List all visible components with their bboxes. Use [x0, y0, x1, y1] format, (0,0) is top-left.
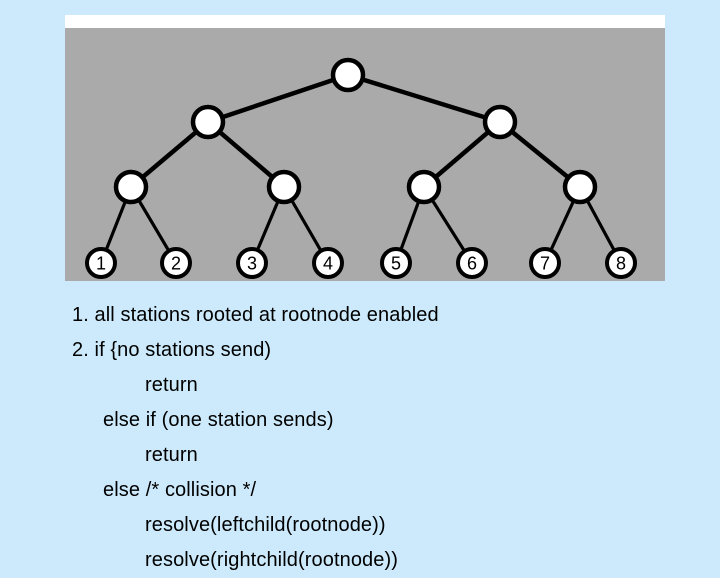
pseudocode-line: else if (one station sends): [103, 409, 334, 431]
node-label: 4: [323, 254, 333, 274]
node-label: 2: [171, 254, 181, 274]
node-circle: [605, 247, 637, 279]
tree-leaf-node-5: 5: [380, 247, 412, 279]
pseudocode-line: 1. all stations rooted at rootnode enabl…: [72, 304, 439, 326]
figure-top-white-strip: [65, 15, 665, 28]
pseudocode-line: else /* collision */: [103, 479, 257, 501]
node-circle: [380, 247, 412, 279]
binary-tree-svg: 1 2 3 4 5 6 7 8: [85, 57, 637, 279]
tree-internal-node-l3-d: [562, 169, 598, 205]
node-circle: [160, 247, 192, 279]
tree-leaf-node-2: 2: [160, 247, 192, 279]
tree-internal-node-l3-a: [113, 169, 149, 205]
node-circle: [562, 169, 598, 205]
tree-leaf-node-7: 7: [529, 247, 561, 279]
node-label: 5: [391, 254, 401, 274]
tree-edge-layer: [99, 72, 623, 265]
node-circle: [312, 247, 344, 279]
figure-block: 1 2 3 4 5 6 7 8: [65, 15, 665, 281]
tree-leaf-node-8: 8: [605, 247, 637, 279]
tree-internal-node-l2-left: [190, 104, 226, 140]
node-circle: [266, 169, 302, 205]
node-circle: [236, 247, 268, 279]
node-label: 8: [616, 254, 626, 274]
tree-edge: [345, 72, 503, 125]
tree-internal-node-l3-b: [266, 169, 302, 205]
node-circle: [190, 104, 226, 140]
tree-internal-node-l2-right: [482, 104, 518, 140]
node-label: 3: [247, 254, 257, 274]
tree-leaf-node-4: 4: [312, 247, 344, 279]
pseudocode-block: 1. all stations rooted at rootnode enabl…: [72, 298, 692, 578]
tree-diagram-panel: 1 2 3 4 5 6 7 8: [65, 28, 665, 281]
tree-internal-node-root: [330, 57, 366, 93]
node-label: 7: [540, 254, 550, 274]
node-circle: [330, 57, 366, 93]
pseudocode-line: resolve(leftchild(rootnode)): [145, 514, 386, 536]
node-circle: [406, 169, 442, 205]
tree-edge: [205, 72, 351, 125]
pseudocode-line: 2. if {no stations send): [72, 339, 272, 361]
pseudocode-line: resolve(rightchild(rootnode)): [145, 549, 399, 571]
pseudocode-line: return: [145, 374, 198, 396]
slide-canvas: 1 2 3 4 5 6 7 8 1. all stations rooted at rootn…: [65, 15, 665, 571]
tree-leaf-node-6: 6: [456, 247, 488, 279]
node-label: 1: [96, 254, 106, 274]
node-label: 6: [467, 254, 477, 274]
pseudocode-line: return: [145, 444, 198, 466]
node-circle: [529, 247, 561, 279]
tree-node-layer: 1 2 3 4 5 6 7 8: [85, 57, 637, 279]
tree-leaf-node-1: 1: [85, 247, 117, 279]
node-circle: [85, 247, 117, 279]
node-circle: [113, 169, 149, 205]
tree-leaf-node-3: 3: [236, 247, 268, 279]
tree-internal-node-l3-c: [406, 169, 442, 205]
node-circle: [482, 104, 518, 140]
node-circle: [456, 247, 488, 279]
